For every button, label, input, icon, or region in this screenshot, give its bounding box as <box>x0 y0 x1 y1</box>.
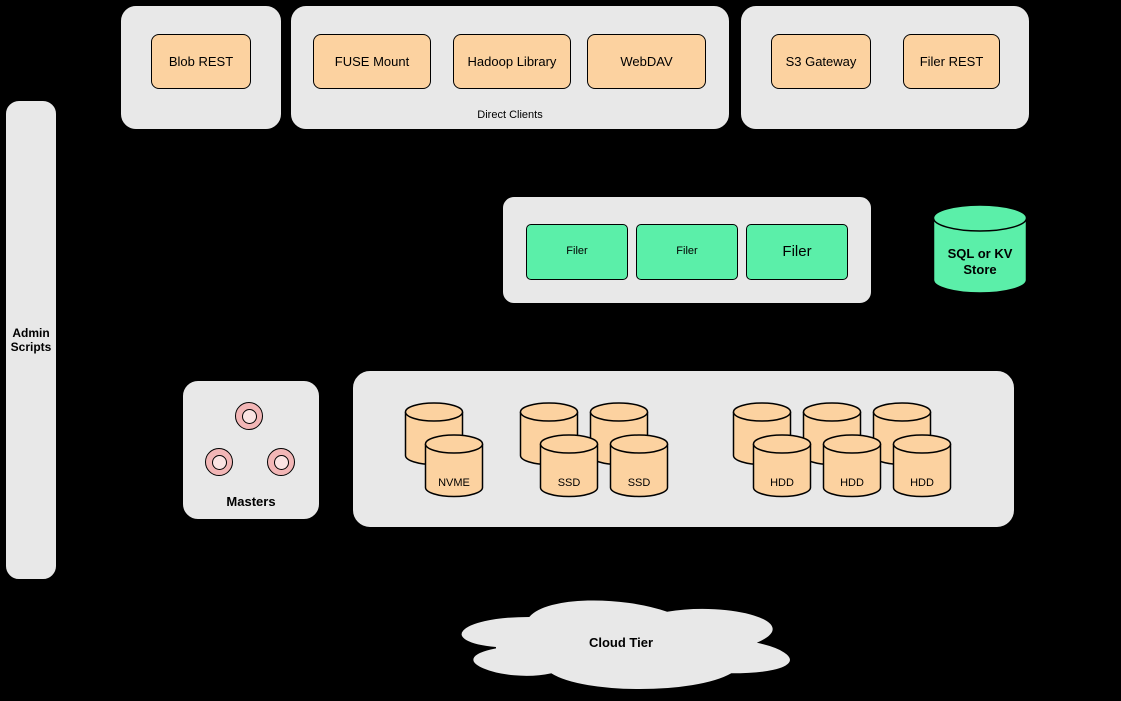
master-node-icon <box>267 448 295 476</box>
ssd-volume-cylinder: SSD <box>539 434 599 498</box>
admin-scripts-bar: Admin Scripts <box>5 100 57 580</box>
blob-client-group: Blob REST <box>120 5 282 130</box>
cloud-icon <box>460 599 792 691</box>
filer-node: Filer <box>636 224 738 280</box>
master-node-icon <box>235 402 263 430</box>
hdd-label: HDD <box>770 477 794 489</box>
admin-scripts-label: Admin Scripts <box>10 325 52 354</box>
cloud-tier-label: Cloud Tier <box>588 635 654 650</box>
hdd-label: HDD <box>840 477 864 489</box>
filer-node: Filer <box>526 224 628 280</box>
filer-group: Filer Filer Filer <box>502 196 872 304</box>
master-node-inner-icon <box>273 454 289 470</box>
hadoop-library-label: Hadoop Library <box>467 53 557 69</box>
sql-kv-store-label: SQL or KV Store <box>947 246 1013 278</box>
blob-rest-node: Blob REST <box>151 34 251 89</box>
webdav-node: WebDAV <box>587 34 706 89</box>
sql-kv-store-cylinder: SQL or KV Store <box>931 204 1029 296</box>
masters-group: Masters <box>182 380 320 520</box>
fuse-mount-node: FUSE Mount <box>313 34 431 89</box>
ssd-label: SSD <box>627 477 651 489</box>
hdd-volume-cylinder: HDD <box>822 434 882 498</box>
nvme-label: NVME <box>438 477 470 489</box>
volume-cylinder-icon <box>424 434 484 498</box>
direct-clients-caption: Direct Clients <box>477 109 543 121</box>
master-node-inner-icon <box>211 454 227 470</box>
filer-rest-label: Filer REST <box>919 53 984 69</box>
fuse-mount-label: FUSE Mount <box>334 53 410 69</box>
volume-cylinder-icon <box>539 434 599 498</box>
filer-rest-node: Filer REST <box>903 34 1000 89</box>
ssd-label: SSD <box>557 477 581 489</box>
volume-cylinder-icon <box>609 434 669 498</box>
ssd-volume-cylinder: SSD <box>609 434 669 498</box>
volume-cylinder-icon <box>752 434 812 498</box>
volume-cylinder-icon <box>892 434 952 498</box>
blob-rest-label: Blob REST <box>168 53 234 69</box>
webdav-label: WebDAV <box>620 53 673 69</box>
s3-gateway-label: S3 Gateway <box>785 53 857 69</box>
master-node-icon <box>205 448 233 476</box>
database-cylinder-icon <box>932 204 1028 294</box>
masters-label: Masters <box>226 494 276 509</box>
hdd-volume-cylinder: HDD <box>752 434 812 498</box>
filer-label: Filer <box>566 245 588 258</box>
filer-label: Filer <box>676 245 698 258</box>
s3-gateway-node: S3 Gateway <box>771 34 871 89</box>
filer-label: Filer <box>782 243 812 260</box>
direct-clients-group: FUSE Mount Hadoop Library WebDAV Direct … <box>290 5 730 130</box>
hdd-volume-cylinder: HDD <box>892 434 952 498</box>
hdd-label: HDD <box>910 477 934 489</box>
hadoop-library-node: Hadoop Library <box>453 34 571 89</box>
nvme-volume-cylinder: NVME <box>424 434 484 498</box>
filer-node: Filer <box>746 224 848 280</box>
master-node-inner-icon <box>241 408 257 424</box>
cloud-tier-shape: Cloud Tier <box>435 588 807 697</box>
volume-cylinder-icon <box>822 434 882 498</box>
gateway-group: S3 Gateway Filer REST <box>740 5 1030 130</box>
volume-servers-group: NVME SSD SSD <box>352 370 1015 528</box>
